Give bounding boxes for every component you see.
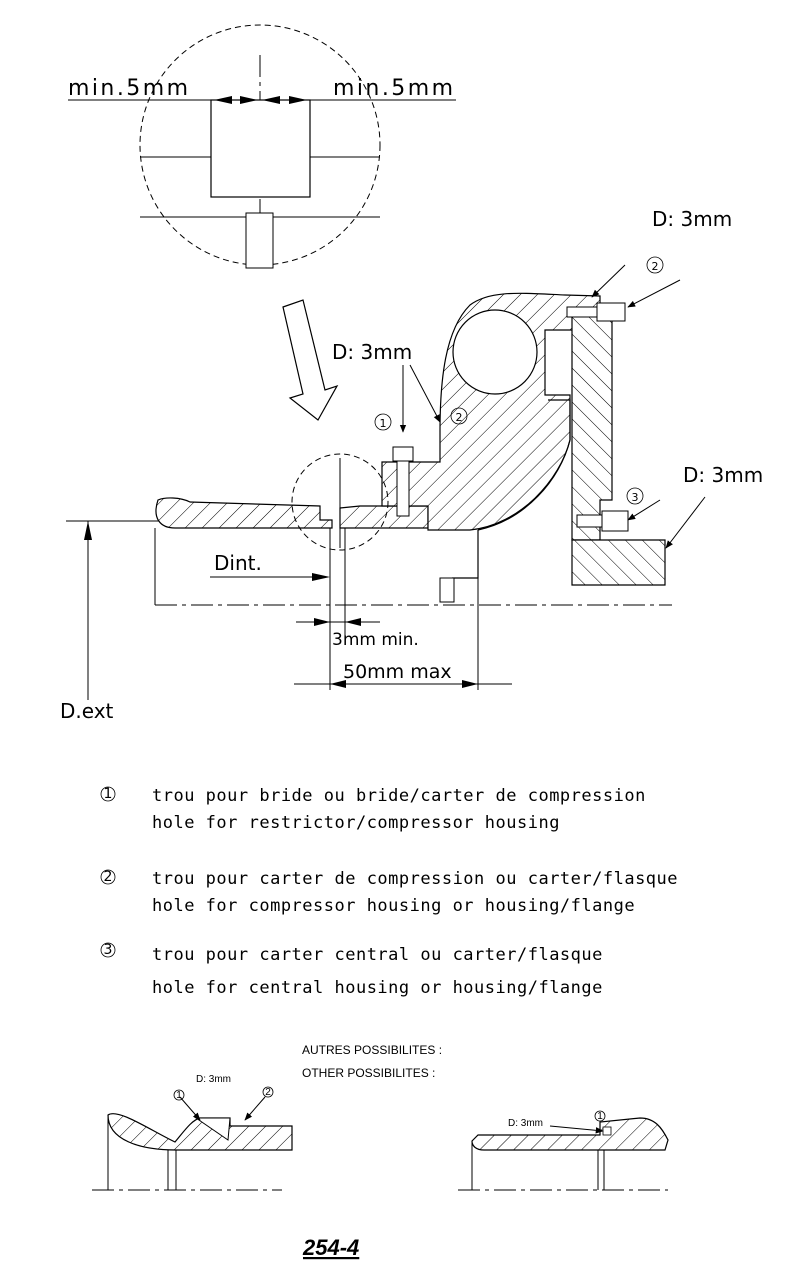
other-left-marker-1: 1 xyxy=(176,1090,182,1101)
dext-label: D.ext xyxy=(60,699,114,723)
marker-1: 1 xyxy=(380,417,387,430)
legend-fr-2: trou pour carter de compression ou carte… xyxy=(152,869,678,889)
dint-label: Dint. xyxy=(214,551,262,575)
legend-fr-3: trou pour carter central ou carter/flasq… xyxy=(152,945,603,965)
dim-50mm-label: 50mm max xyxy=(343,661,452,683)
legend-fr-1: trou pour bride ou bride/carter de compr… xyxy=(152,786,646,806)
legend-en-3: hole for central housing or housing/flan… xyxy=(152,978,603,998)
other-left-marker-2: 2 xyxy=(265,1087,271,1098)
main-section: 1 2 2 3 D: 3mm D: 3mm D: 3mm Dint. D.ext… xyxy=(60,207,763,723)
view-arrow xyxy=(282,299,339,421)
page-reference: 254-4 xyxy=(302,1235,359,1260)
legend-en-2: hole for compressor housing or housing/f… xyxy=(152,896,635,916)
marker-2-center: 2 xyxy=(456,411,463,424)
other-title-en: OTHER POSSIBILITES : xyxy=(302,1066,435,1080)
d3-center: D: 3mm xyxy=(332,340,412,364)
detail-view: min.5mm min.5mm xyxy=(68,24,456,270)
other-right-marker-1: 1 xyxy=(597,1111,603,1122)
detail-block xyxy=(210,99,311,198)
other-right-d3: D: 3mm xyxy=(508,1118,543,1129)
legend-num-2: 2 xyxy=(104,869,113,885)
legend-en-1: hole for restrictor/compressor housing xyxy=(152,813,560,833)
other-title-fr: AUTRES POSSIBILITES : xyxy=(302,1043,442,1057)
legend: 1 trou pour bride ou bride/carter de com… xyxy=(100,786,678,998)
detail-circle xyxy=(139,24,381,266)
legend-num-3: 3 xyxy=(104,942,113,958)
other-possibilities: AUTRES POSSIBILITES : OTHER POSSIBILITES… xyxy=(92,1043,669,1191)
min-right-label: min.5mm xyxy=(333,76,453,101)
marker-2-top: 2 xyxy=(652,260,659,273)
dim-3mm-label: 3mm min. xyxy=(332,630,419,650)
d3-top-right: D: 3mm xyxy=(652,207,732,231)
other-left-d3: D: 3mm xyxy=(196,1074,231,1085)
marker-3: 3 xyxy=(632,491,639,504)
legend-num-1: 1 xyxy=(104,786,113,802)
d3-right: D: 3mm xyxy=(683,463,763,487)
min-left-label: min.5mm xyxy=(68,76,188,101)
